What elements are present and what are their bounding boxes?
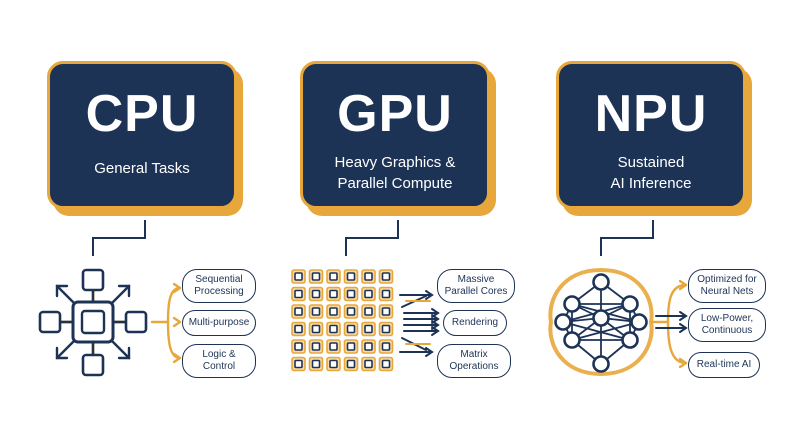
gpu-core-cell-inner bbox=[381, 359, 391, 369]
cpu-branch-arrows bbox=[150, 282, 182, 364]
gpu-core-cell-inner bbox=[346, 324, 356, 334]
gpu-feature-massive-parallel-cores: Massive Parallel Cores bbox=[437, 269, 515, 303]
gpu-core-cell-inner bbox=[329, 342, 338, 351]
gpu-core-cell-inner bbox=[364, 342, 373, 351]
gpu-core-cell-inner bbox=[329, 359, 338, 369]
gpu-core-cell-inner bbox=[346, 359, 356, 369]
npu-card-title: NPU bbox=[594, 85, 708, 143]
neural-node bbox=[621, 295, 639, 313]
gpu-card-title: GPU bbox=[337, 85, 453, 143]
gpu-core-cell-inner bbox=[364, 359, 373, 369]
gpu-core-cell-inner bbox=[364, 307, 373, 316]
neural-node bbox=[563, 295, 581, 313]
gpu-core-cell-inner bbox=[329, 324, 338, 334]
gpu-core-cell-inner bbox=[346, 272, 356, 281]
gpu-card-subtitle: Heavy Graphics & Parallel Compute bbox=[303, 152, 487, 194]
pill-text: Continuous bbox=[701, 325, 753, 336]
neural-network-icon bbox=[548, 267, 654, 377]
neural-node bbox=[563, 331, 581, 349]
cpu-hub-icon bbox=[38, 268, 148, 377]
neural-network-glow bbox=[548, 267, 654, 377]
cpu-card-title: CPU bbox=[85, 85, 199, 143]
pill-text: Parallel Cores bbox=[444, 286, 508, 297]
gpu-core-cell-inner bbox=[381, 324, 391, 334]
gpu-core-cell-inner bbox=[364, 289, 373, 299]
gpu-core-cell-inner bbox=[311, 359, 321, 369]
cpu-feature-multi-purpose: Multi-purpose bbox=[182, 310, 256, 336]
neural-edge bbox=[571, 321, 640, 341]
gpu-core-cell-inner bbox=[364, 324, 373, 334]
gpu-arrows bbox=[399, 290, 440, 357]
gpu-core-cell-inner bbox=[346, 307, 356, 316]
pill-text: Neural Nets bbox=[700, 286, 754, 297]
npu-feature-real-time-ai: Real-time AI bbox=[688, 352, 760, 378]
gpu-core-cell-inner bbox=[311, 307, 321, 316]
gpu-core-cell-inner bbox=[329, 272, 338, 281]
pill-text: Matrix bbox=[460, 349, 488, 360]
pill-text: Sequential bbox=[195, 274, 243, 285]
cpu-subtitle-line: General Tasks bbox=[94, 160, 190, 177]
neural-node bbox=[592, 355, 610, 373]
npu-card-connector bbox=[600, 220, 654, 256]
npu-feature-optimized-for-neural-nets: Optimized for Neural Nets bbox=[688, 269, 766, 303]
neural-node bbox=[630, 313, 648, 331]
gpu-gold-arrows bbox=[405, 300, 431, 345]
gpu-feature-rendering: Rendering bbox=[443, 310, 507, 336]
gpu-core-cell-inner bbox=[294, 342, 303, 351]
gpu-feature-matrix-operations: Matrix Operations bbox=[437, 344, 511, 378]
cpu-feature-logic-control: Logic & Control bbox=[182, 344, 256, 378]
cpu-feature-sequential-processing: Sequential Processing bbox=[182, 269, 256, 303]
gpu-core-cell-inner bbox=[294, 359, 303, 369]
gpu-card-connector bbox=[345, 220, 399, 256]
neural-node bbox=[621, 331, 639, 349]
gpu-core-cell-inner bbox=[311, 342, 321, 351]
pill-text: Processing bbox=[194, 286, 244, 297]
pill-text: Low-Power, bbox=[700, 313, 754, 324]
pill-text: Control bbox=[202, 361, 236, 372]
neural-node bbox=[592, 309, 610, 327]
neural-node bbox=[592, 273, 610, 291]
pill-text: Logic & bbox=[202, 349, 236, 360]
neural-node bbox=[554, 313, 572, 331]
gpu-core-cell-inner bbox=[364, 272, 373, 281]
gpu-core-cell-inner bbox=[294, 307, 303, 316]
gpu-core-cell-inner bbox=[381, 289, 391, 299]
npu-feature-low-power-continuous: Low-Power, Continuous bbox=[688, 308, 766, 342]
npu-card: NPU Sustained AI Inference bbox=[556, 61, 746, 209]
gpu-card: GPU Heavy Graphics & Parallel Compute bbox=[300, 61, 490, 209]
npu-subtitle-line: AI Inference bbox=[610, 175, 692, 192]
gpu-core-cell-inner bbox=[311, 272, 321, 281]
gpu-core-cell-inner bbox=[381, 307, 391, 316]
gpu-core-cell-inner bbox=[294, 324, 303, 334]
gpu-core-cell-inner bbox=[329, 289, 338, 299]
gpu-core-cell-inner bbox=[294, 272, 303, 281]
cpu-card: CPU General Tasks bbox=[47, 61, 237, 209]
gpu-core-cell-inner bbox=[381, 272, 391, 281]
gpu-core-cell-inner bbox=[346, 342, 356, 351]
gpu-core-cell-inner bbox=[346, 289, 356, 299]
cpu-card-subtitle: General Tasks bbox=[50, 158, 234, 179]
pill-text: Multi-purpose bbox=[188, 317, 250, 328]
pill-text: Rendering bbox=[451, 317, 499, 328]
pill-text: Real-time AI bbox=[696, 359, 752, 370]
gpu-core-cell-inner bbox=[311, 324, 321, 334]
npu-subtitle-line: Sustained bbox=[617, 154, 685, 171]
gpu-core-cell-inner bbox=[294, 289, 303, 299]
gpu-core-cell-inner bbox=[311, 289, 321, 299]
gpu-core-cell-inner bbox=[329, 307, 338, 316]
gpu-subtitle-line: Heavy Graphics & bbox=[334, 154, 456, 171]
neural-edge bbox=[562, 321, 631, 341]
pill-text: Operations bbox=[449, 361, 499, 372]
gpu-core-cell-inner bbox=[381, 342, 391, 351]
pill-text: Optimized for bbox=[697, 274, 757, 285]
npu-card-subtitle: Sustained AI Inference bbox=[559, 152, 743, 194]
pill-text: Massive bbox=[457, 274, 495, 285]
gpu-core-grid-icon bbox=[291, 269, 394, 372]
gpu-subtitle-line: Parallel Compute bbox=[337, 175, 453, 192]
cpu-card-connector bbox=[92, 220, 146, 256]
